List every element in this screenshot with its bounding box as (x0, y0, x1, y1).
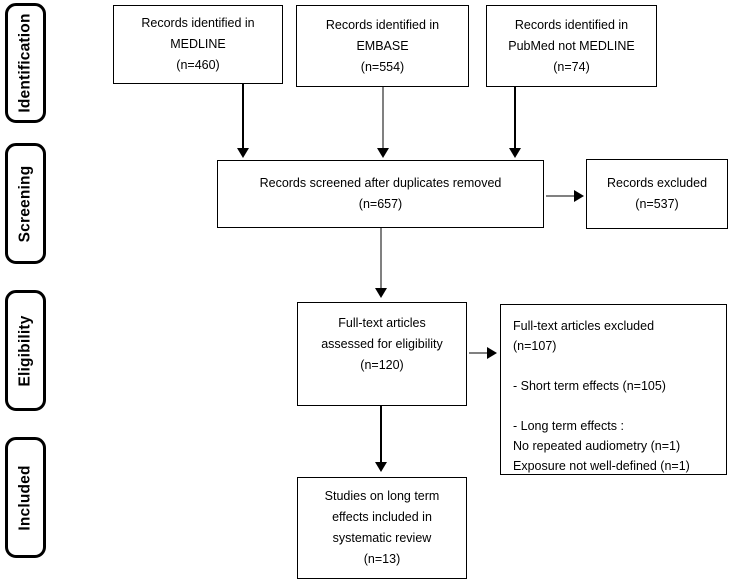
arrow-medline-to-screened (237, 84, 249, 158)
arrow-head-icon (487, 347, 497, 359)
arrow-screened-to-excluded (546, 190, 584, 202)
box-fulltext-assessed-count: (n=120) (360, 358, 404, 372)
box-records-excluded: Records excluded (n=537) (586, 159, 728, 229)
box-fulltext-excluded: Full-text articles excluded (n=107) - Sh… (500, 304, 727, 475)
box-records-embase: Records identified in EMBASE (n=554) (296, 5, 469, 87)
box-records-screened: Records screened after duplicates remove… (217, 160, 544, 228)
box-records-medline-line: Records identified in (141, 16, 255, 30)
arrow-shaft (242, 84, 244, 149)
box-records-medline-line: MEDLINE (170, 37, 226, 51)
box-included-studies: Studies on long term effects included in… (297, 477, 467, 579)
box-included-studies-line: effects included in (332, 510, 432, 524)
stage-screening-label: Screening (16, 165, 34, 242)
arrow-shaft (514, 87, 516, 149)
arrow-head-icon (377, 148, 389, 158)
arrow-head-icon (375, 288, 387, 298)
box-records-excluded-count: (n=537) (635, 197, 679, 211)
box-included-studies-count: (n=13) (363, 552, 401, 566)
box-records-medline-count: (n=460) (176, 58, 220, 72)
box-records-screened-count: (n=657) (358, 197, 403, 211)
arrow-embase-to-screened (377, 87, 389, 158)
box-fulltext-assessed: Full-text articles assessed for eligibil… (297, 302, 467, 406)
box-fulltext-excluded-reason: Exposure not well-defined (n=1) (513, 459, 690, 473)
arrow-screened-to-fulltext (375, 228, 387, 298)
arrow-shaft (546, 195, 575, 197)
box-fulltext-excluded-line: Full-text articles excluded (513, 319, 655, 333)
arrow-fulltext-to-excluded (469, 347, 497, 359)
arrow-shaft (380, 228, 382, 289)
arrow-shaft (469, 352, 488, 354)
box-records-pubmed-line: PubMed not MEDLINE (508, 38, 635, 53)
arrow-head-icon (509, 148, 521, 158)
box-records-excluded-line: Records excluded (606, 176, 708, 190)
box-fulltext-excluded-count: (n=107) (513, 339, 557, 353)
box-records-embase-line: EMBASE (356, 38, 409, 53)
arrow-pubmed-to-screened (509, 87, 521, 158)
stage-screening: Screening (5, 143, 46, 264)
arrow-shaft (382, 87, 384, 149)
box-records-pubmed-line: Records identified in (514, 17, 629, 32)
stage-eligibility: Eligibility (5, 290, 46, 411)
stage-identification-label: Identification (16, 13, 34, 113)
arrow-head-icon (375, 462, 387, 472)
stage-eligibility-label: Eligibility (16, 314, 34, 387)
arrow-shaft (380, 406, 382, 463)
box-included-studies-line: Studies on long term (324, 489, 440, 503)
box-records-pubmed: Records identified in PubMed not MEDLINE… (486, 5, 657, 87)
box-records-embase-count: (n=554) (360, 59, 405, 74)
box-records-embase-line: Records identified in (325, 17, 440, 32)
stage-included-label: Included (16, 464, 34, 531)
box-records-pubmed-count: (n=74) (553, 59, 590, 74)
arrow-fulltext-to-included (375, 406, 387, 472)
box-records-medline: Records identified in MEDLINE (n=460) (113, 5, 283, 84)
box-fulltext-assessed-line: Full-text articles (338, 316, 426, 330)
stage-identification: Identification (5, 3, 46, 123)
arrow-head-icon (574, 190, 584, 202)
box-fulltext-excluded-reason: No repeated audiometry (n=1) (513, 439, 681, 453)
box-fulltext-excluded-reason: - Short term effects (n=105) (513, 379, 666, 393)
box-included-studies-line: systematic review (332, 531, 432, 545)
box-fulltext-assessed-line: assessed for eligibility (321, 337, 443, 351)
box-fulltext-excluded-reason: - Long term effects : (513, 419, 624, 433)
arrow-head-icon (237, 148, 249, 158)
stage-included: Included (5, 437, 46, 558)
box-records-screened-line: Records screened after duplicates remove… (259, 176, 502, 190)
